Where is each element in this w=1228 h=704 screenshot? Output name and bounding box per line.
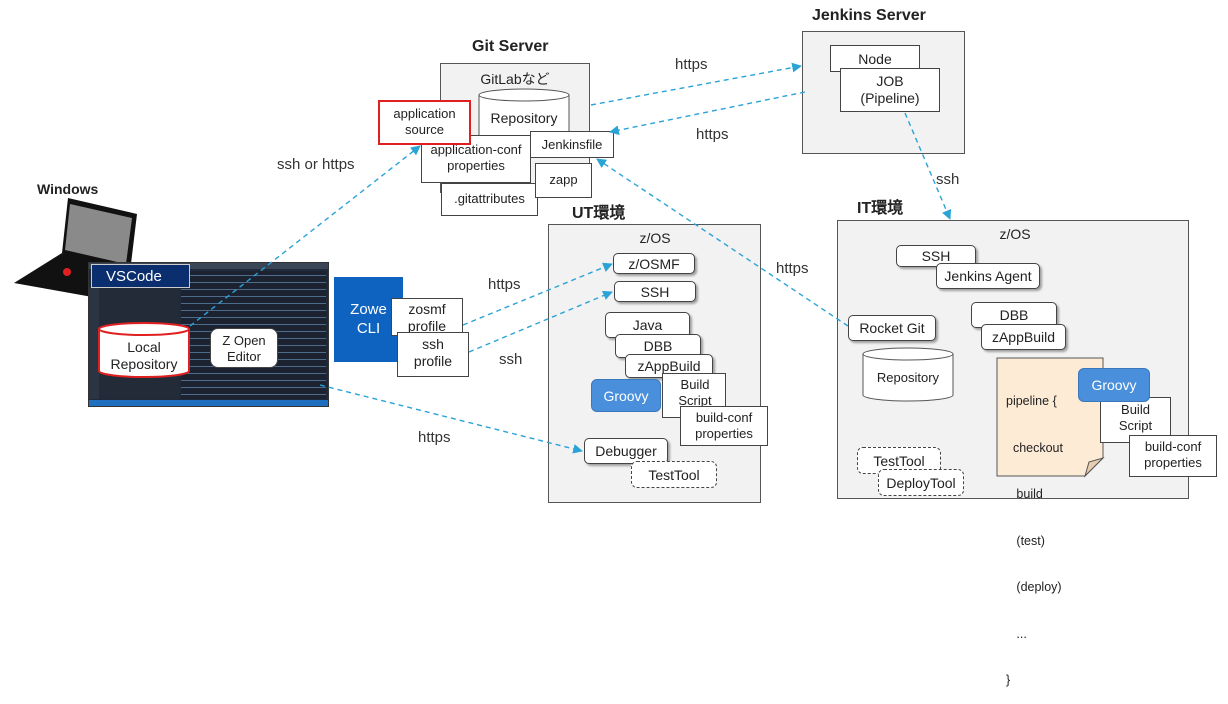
ut-env-title: UT環境 xyxy=(572,205,626,222)
jenkinsfile-doc: Jenkinsfile xyxy=(530,131,614,158)
ut-zosmf-label: z/OSMF xyxy=(628,256,680,272)
jenkins-job-box: JOB (Pipeline) xyxy=(840,68,940,112)
pipeline-line-6: } xyxy=(1006,673,1011,687)
local-repository-label: Local Repository xyxy=(99,339,189,373)
pipeline-text: pipeline { checkout build (test) (deploy… xyxy=(1006,363,1086,704)
it-repository-label: Repository xyxy=(876,370,940,385)
ut-build-script-line1: Build xyxy=(680,377,710,392)
it-env-title: IT環境 xyxy=(857,200,904,217)
job-line2: (Pipeline) xyxy=(860,89,920,106)
it-deploytool-box: DeployTool xyxy=(878,469,964,496)
label-https-debugger: https xyxy=(418,429,451,446)
it-build-script-line1: Build xyxy=(1121,402,1150,417)
ut-build-conf-doc: build-conf properties xyxy=(680,406,768,446)
ut-build-conf-line2: properties xyxy=(695,425,753,441)
pipeline-line-4: (deploy) xyxy=(1006,580,1062,594)
ut-java-label: Java xyxy=(632,317,663,333)
app-conf-line1: application-conf xyxy=(430,142,522,157)
it-jenkins-agent-box: Jenkins Agent xyxy=(936,263,1040,289)
ut-testtool-box: TestTool xyxy=(631,461,717,488)
it-ssh-box: SSH xyxy=(896,245,976,267)
it-zos-label: z/OS xyxy=(999,226,1031,242)
it-rocket-git-label: Rocket Git xyxy=(859,320,925,336)
pipeline-line-2: build xyxy=(1006,487,1043,501)
ut-zosmf-box: z/OSMF xyxy=(613,253,695,274)
it-groovy-box: Groovy xyxy=(1078,368,1150,402)
it-ssh-label: SSH xyxy=(921,248,951,264)
jenkins-server-title: Jenkins Server xyxy=(812,7,926,24)
it-deploytool-label: DeployTool xyxy=(886,475,956,491)
vscode-statusbar xyxy=(89,400,328,406)
it-testtool-label: TestTool xyxy=(873,453,925,469)
gitattributes-label: .gitattributes xyxy=(454,191,525,206)
ut-dbb-label: DBB xyxy=(643,338,673,354)
jenkins-node-box: Node xyxy=(830,45,920,72)
jenkinsfile-label: Jenkinsfile xyxy=(541,137,603,152)
zapp-doc: zapp xyxy=(535,163,592,198)
ssh-profile-line1: ssh xyxy=(422,336,444,352)
ut-build-script-line2: Script xyxy=(678,392,712,408)
ut-ssh-box: SSH xyxy=(614,281,696,302)
ut-groovy-box: Groovy xyxy=(591,379,661,412)
ssh-profile-doc: ssh profile xyxy=(397,332,469,377)
it-zappbuild-label: zAppBuild xyxy=(991,329,1056,345)
job-line1: JOB xyxy=(876,73,904,89)
ut-zos-label: z/OS xyxy=(639,230,671,246)
node-label: Node xyxy=(858,51,892,67)
ut-ssh-label: SSH xyxy=(640,284,670,300)
local-repo-line2: Repository xyxy=(110,355,178,372)
it-dbb-label: DBB xyxy=(999,307,1029,323)
app-source-line2: source xyxy=(404,121,445,137)
windows-title: Windows xyxy=(37,181,99,197)
it-build-conf-line1: build-conf xyxy=(1144,439,1202,454)
application-source-doc: application source xyxy=(378,100,471,145)
app-source-line1: application xyxy=(393,106,456,121)
ut-groovy-label: Groovy xyxy=(603,388,649,404)
label-ssh-or-https: ssh or https xyxy=(277,156,355,173)
z-open-editor-box: Z Open Editor xyxy=(210,328,278,368)
vscode-title-label: VSCode xyxy=(91,264,190,288)
zapp-label: zapp xyxy=(549,172,578,187)
zosmf-profile-line1: zosmf xyxy=(408,301,446,317)
zoe-line2: Editor xyxy=(227,348,261,364)
ut-testtool-label: TestTool xyxy=(648,467,700,483)
it-rocket-git-box: Rocket Git xyxy=(848,315,936,341)
gitlab-label: GitLabなど xyxy=(480,71,550,87)
label-https-rocket: https xyxy=(776,260,809,277)
ut-build-conf-line1: build-conf xyxy=(695,410,753,425)
zoe-line1: Z Open xyxy=(222,333,266,348)
ut-debugger-box: Debugger xyxy=(584,438,668,464)
vscode-activity-bar xyxy=(89,287,99,399)
label-ssh-ut: ssh xyxy=(499,351,523,368)
ssh-profile-line2: profile xyxy=(413,352,453,369)
git-repository-label: Repository xyxy=(490,110,558,126)
git-server-title: Git Server xyxy=(472,38,549,55)
ut-debugger-label: Debugger xyxy=(595,443,657,459)
it-jenkins-agent-label: Jenkins Agent xyxy=(944,268,1032,284)
label-https-zosmf: https xyxy=(488,276,521,293)
it-build-script-line2: Script xyxy=(1118,417,1153,433)
gitattributes-doc: .gitattributes xyxy=(441,183,538,216)
it-build-conf-doc: build-conf properties xyxy=(1129,435,1217,477)
it-groovy-label: Groovy xyxy=(1091,377,1137,393)
label-https-git-jenkins: https xyxy=(675,56,708,73)
local-repo-line1: Local xyxy=(127,339,161,355)
it-zappbuild-box: zAppBuild xyxy=(981,324,1066,350)
arrow-vscode-to-debugger xyxy=(319,384,583,454)
app-conf-line2: properties xyxy=(447,157,505,173)
pipeline-line-1: checkout xyxy=(1006,440,1063,455)
zosmf-profile-doc: zosmf profile xyxy=(391,298,463,336)
pipeline-line-0: pipeline { xyxy=(1006,394,1057,408)
label-https-jenkins-git: https xyxy=(696,126,729,143)
pipeline-line-3: (test) xyxy=(1006,533,1045,548)
ut-zappbuild-label: zAppBuild xyxy=(637,358,701,374)
vscode-label: VSCode xyxy=(106,268,162,285)
label-ssh-jenkins-it: ssh xyxy=(936,171,960,188)
it-build-conf-line2: properties xyxy=(1144,454,1202,470)
pipeline-line-5: ... xyxy=(1006,626,1027,641)
